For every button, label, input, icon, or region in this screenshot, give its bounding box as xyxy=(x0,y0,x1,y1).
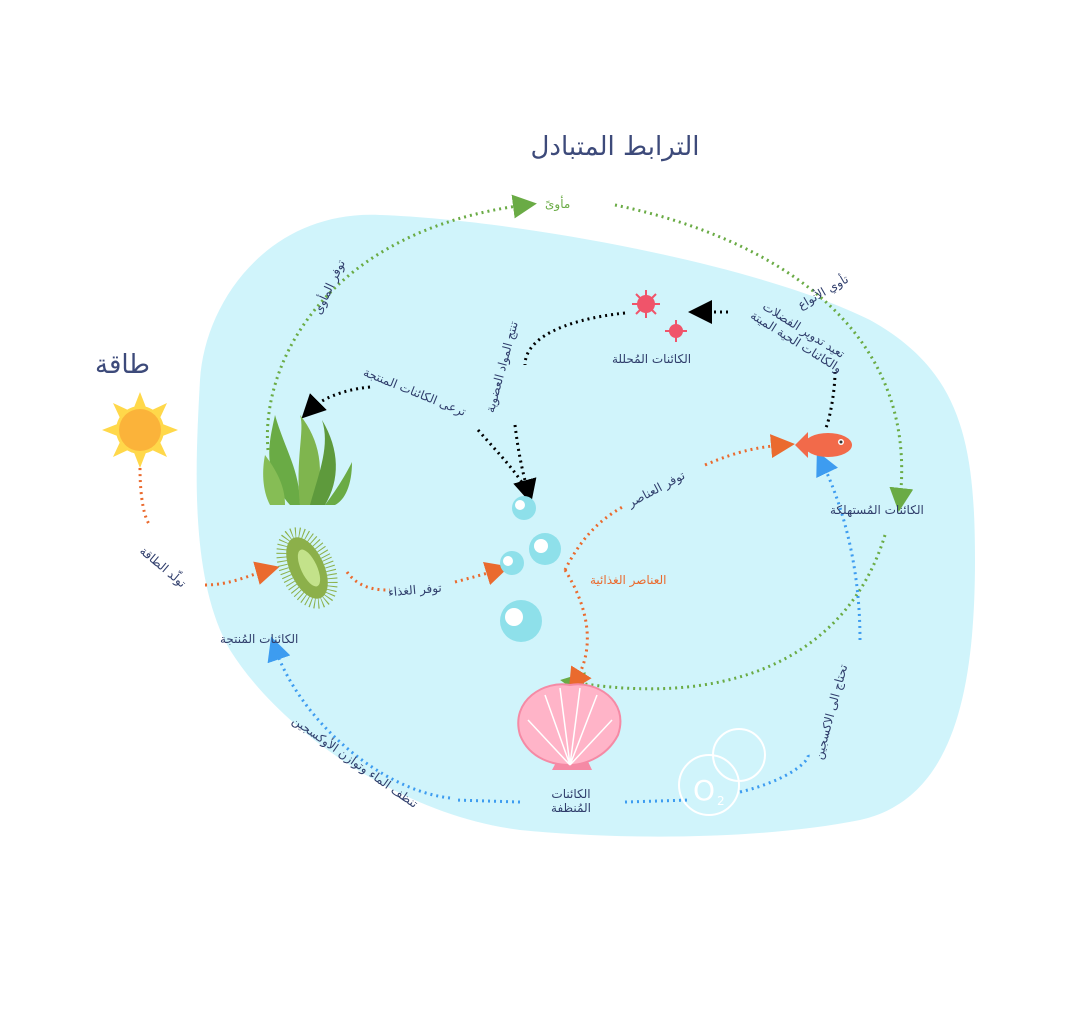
fish-icon xyxy=(795,432,852,458)
arrow-cleaners-oxygen xyxy=(624,798,691,804)
diagram-title: الترابط المتبادل xyxy=(530,132,700,162)
bubbles-icon xyxy=(500,496,561,642)
decomposers-label: الكائنات المُحللة xyxy=(612,352,692,366)
arrow-to-bubbles-2 xyxy=(476,429,530,493)
svg-text:2: 2 xyxy=(717,794,725,808)
energy-label: طاقة xyxy=(95,350,150,380)
consumers-label: الكائنات المُستهلكة xyxy=(830,503,924,517)
shelter-label: مأوىً xyxy=(545,197,571,211)
oxygen-icon xyxy=(678,728,766,816)
producer-cell-icon xyxy=(276,527,338,609)
arrow-graze xyxy=(301,385,371,419)
arrow-energy-producers xyxy=(204,561,280,587)
svg-text:O: O xyxy=(693,774,715,807)
arrow-shelter-out xyxy=(614,203,914,512)
producers-label: الكائنات المُنتجة xyxy=(220,632,299,646)
water-blob xyxy=(196,214,976,837)
seaweed-icon xyxy=(263,415,352,505)
shell-icon xyxy=(517,683,622,770)
arrow-fish-decomposers xyxy=(823,371,837,431)
arrow-shelter-in xyxy=(265,194,537,451)
decomposer-icon xyxy=(632,290,687,342)
arrow-sun xyxy=(138,467,152,527)
nutrients-label: العناصر الغذائية xyxy=(590,573,667,587)
sun-icon xyxy=(102,392,178,468)
arrow-cleaners-producers xyxy=(267,636,451,800)
cleaners-label: الكائنات المُنظفة xyxy=(551,787,591,815)
arrow-to-bubbles-1 xyxy=(513,424,537,504)
